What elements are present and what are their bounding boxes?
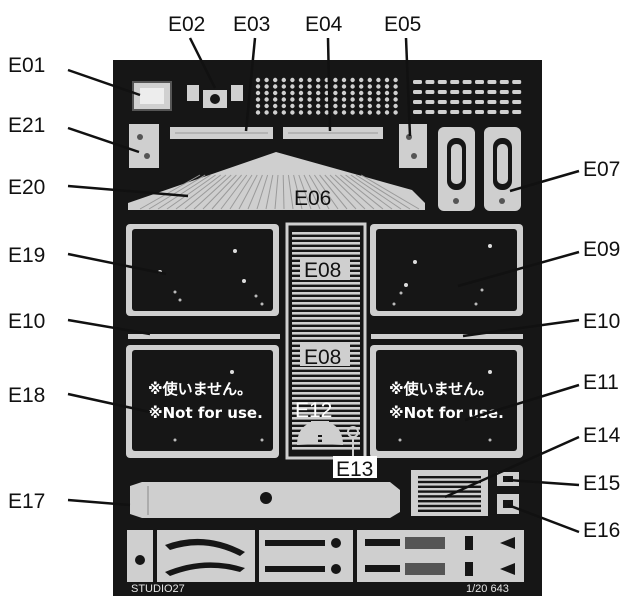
part-e13 (347, 426, 359, 458)
part-e11 (370, 345, 523, 458)
label-e07: E07 (583, 158, 620, 181)
footer-brand: STUDIO27 (131, 583, 185, 595)
label-e08-bottom: E08 (304, 346, 341, 369)
part-e14 (411, 470, 488, 516)
label-e09: E09 (583, 238, 620, 261)
part-e19 (126, 224, 279, 316)
label-e10-right: E10 (583, 310, 620, 333)
label-e21: E21 (8, 114, 45, 137)
wing-ribs (139, 174, 420, 210)
part-e15b (503, 476, 513, 482)
label-e02: E02 (168, 13, 205, 36)
leader-lines (67, 37, 580, 534)
label-e10-left: E10 (8, 310, 45, 333)
label-e03: E03 (233, 13, 270, 36)
label-e19: E19 (8, 244, 45, 267)
part-e09 (370, 224, 523, 316)
label-e15: E15 (583, 472, 620, 495)
part-e01-inner (140, 88, 164, 104)
dot-grid-parts (255, 77, 398, 115)
part-e21 (129, 124, 159, 168)
part-e18 (126, 345, 279, 458)
note-left-japanese: ※使いません。 (148, 380, 252, 398)
label-e06: E06 (294, 187, 331, 210)
part-e12 (297, 421, 343, 445)
label-e11: E11 (583, 371, 619, 394)
label-e05: E05 (384, 13, 421, 36)
part-e16b (503, 500, 513, 508)
part-e20 (128, 152, 425, 210)
note-right-japanese: ※使いません。 (389, 380, 493, 398)
label-e14: E14 (583, 424, 621, 447)
label-e20: E20 (8, 176, 45, 199)
label-e17: E17 (8, 490, 45, 513)
part-e02 (187, 85, 243, 108)
note-left-english: ※Not for use. (148, 404, 263, 422)
part-e10-left (128, 334, 280, 339)
bottom-row-parts (127, 530, 524, 582)
label-e12: E12 (295, 399, 332, 422)
label-e08-top: E08 (304, 259, 341, 282)
label-e16: E16 (583, 519, 620, 542)
label-e04: E04 (305, 13, 343, 36)
part-e17 (130, 482, 400, 518)
footer-code: 1/20 643 (466, 583, 509, 595)
label-e18: E18 (8, 384, 45, 407)
part-e10-right (371, 334, 523, 339)
label-e13: E13 (336, 458, 373, 481)
dash-grid-parts (413, 80, 522, 114)
label-e01: E01 (8, 54, 45, 77)
part-e05 (399, 124, 427, 168)
